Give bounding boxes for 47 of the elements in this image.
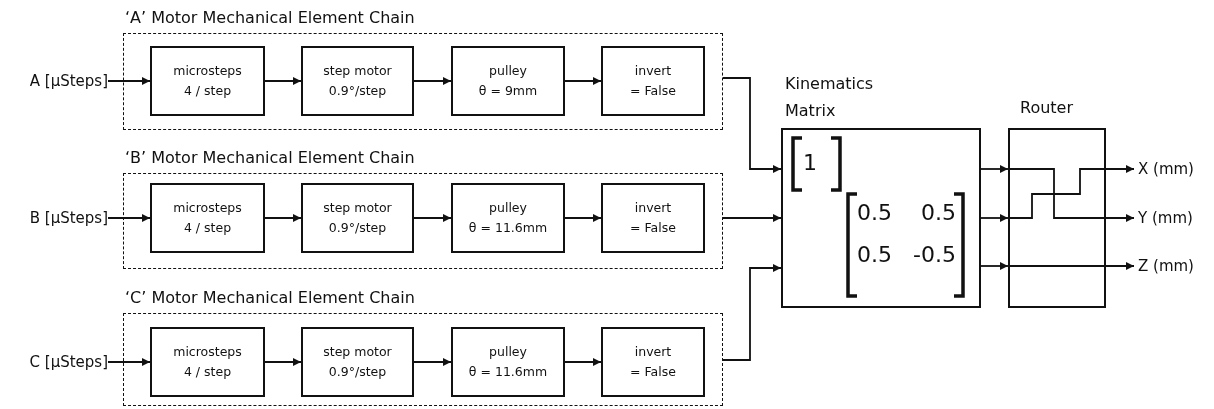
arrow — [413, 358, 452, 366]
arrow — [980, 165, 1009, 173]
input-label: A [µSteps] — [4, 69, 108, 93]
process-box: step motor 0.9°/step — [301, 46, 414, 116]
process-box: microsteps 4 / step — [150, 327, 265, 397]
process-box: pulley θ = 11.6mm — [451, 183, 565, 253]
arrow — [264, 77, 302, 85]
arrow — [107, 358, 151, 366]
arrow — [264, 214, 302, 222]
process-box: step motor 0.9°/step — [301, 183, 414, 253]
arrow — [1007, 262, 1135, 270]
process-box: invert = False — [601, 327, 705, 397]
arrow — [564, 214, 602, 222]
arrow — [980, 262, 1009, 270]
arrow — [264, 358, 302, 366]
arrow — [107, 77, 151, 85]
group-title: ‘C’ Motor Mechanical Element Chain — [125, 288, 415, 307]
group-title: ‘B’ Motor Mechanical Element Chain — [125, 148, 415, 167]
arrow — [980, 214, 1009, 222]
process-box: pulley θ = 11.6mm — [451, 327, 565, 397]
arrow — [722, 214, 782, 222]
matrix-entry: 0.5 — [857, 241, 892, 269]
process-box: step motor 0.9°/step — [301, 327, 414, 397]
process-box: invert = False — [601, 183, 705, 253]
process-box: microsteps 4 / step — [150, 46, 265, 116]
arrow — [722, 77, 782, 173]
matrix-entry: 1 — [803, 149, 817, 177]
arrow — [722, 264, 782, 361]
arrow — [413, 77, 452, 85]
matrix-entry: 0.5 — [857, 199, 892, 227]
arrow — [413, 214, 452, 222]
arrow — [564, 358, 602, 366]
group-title: ‘A’ Motor Mechanical Element Chain — [125, 8, 415, 27]
matrix-entry: -0.5 — [913, 241, 956, 269]
process-box: invert = False — [601, 46, 705, 116]
output-label: X (mm) — [1138, 157, 1214, 181]
group-title: Router — [1020, 98, 1074, 117]
block-title: Kinematics Matrix — [785, 73, 875, 122]
input-label: B [µSteps] — [4, 206, 108, 230]
process-box: pulley θ = 9mm — [451, 46, 565, 116]
output-label: Y (mm) — [1138, 206, 1214, 230]
matrix-entry: 0.5 — [921, 199, 956, 227]
arrow — [107, 214, 151, 222]
process-box: microsteps 4 / step — [150, 183, 265, 253]
arrow — [564, 77, 602, 85]
input-label: C [µSteps] — [4, 350, 108, 374]
output-label: Z (mm) — [1138, 254, 1214, 278]
